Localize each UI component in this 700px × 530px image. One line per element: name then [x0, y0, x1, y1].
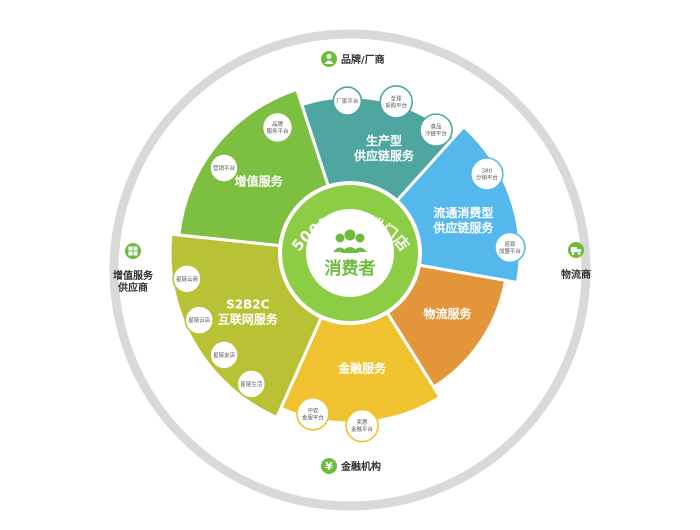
bubble-circle: [470, 157, 504, 191]
external-label: 物流商: [561, 268, 591, 281]
sub-platform-label: 品牌: [272, 120, 284, 128]
sub-platform-bubble: 星链生活: [236, 369, 267, 399]
segment-label: 增值服务: [235, 174, 284, 189]
sub-platform-label: 厂家平台: [336, 97, 359, 105]
sub-platform-label: 中农: [307, 406, 319, 414]
bubble-circle: [172, 264, 202, 294]
svg-text:¥: ¥: [325, 460, 333, 473]
sub-platform-label: 380: [482, 169, 493, 175]
sub-platform-label: 全球: [391, 94, 403, 102]
sub-platform-bubble: 营销平台: [209, 153, 239, 183]
sub-platform-label: 星链云店: [188, 316, 211, 324]
bubble-circle: [494, 231, 526, 264]
segment-label: 物流服务: [424, 306, 473, 321]
sub-platform-label: 食品: [431, 123, 443, 131]
bubble-circle: [379, 85, 413, 119]
sub-platform-label: 采购平台: [385, 101, 408, 109]
sub-platform-bubble: 星链云商: [172, 264, 202, 294]
segment-label: 互联网服务: [218, 312, 279, 327]
bubble-circle: [332, 86, 363, 116]
sub-platform-label: 星链生活: [240, 380, 263, 388]
external-financial-institution: ¥ 金融机构: [321, 458, 381, 474]
external-logistics-provider: 物流商: [561, 242, 591, 281]
external-label: 增值服务: [113, 269, 154, 282]
yen-icon: ¥: [321, 458, 337, 474]
sub-platform-label: 冷链平台: [425, 130, 448, 138]
sub-platform-label: 星链云商: [176, 275, 199, 283]
consumers-icon: [333, 229, 367, 253]
bubble-circle: [419, 113, 453, 147]
external-brand-manufacturer: 品牌/厂商: [321, 51, 385, 67]
segment-label: 供应链服务: [432, 220, 494, 235]
sub-platform-bubbles: 厂家平台全球采购平台食品冷链平台380分销平台连锁加盟平台中农金服平台卖惠金融平…: [172, 85, 526, 443]
external-label: 供应商: [117, 281, 148, 294]
sub-platform-label: 金服平台: [302, 413, 325, 421]
bubble-circle: [296, 396, 330, 431]
bubble-circle: [261, 111, 294, 144]
bubble-circle: [209, 340, 239, 370]
sub-platform-label: 分销平台: [476, 174, 499, 182]
person-icon: [321, 51, 337, 67]
external-label: 金融机构: [340, 460, 381, 473]
sub-platform-label: 星链友店: [213, 351, 236, 359]
delivery-truck-icon: [568, 242, 584, 258]
segment-label: S2B2C: [226, 298, 269, 312]
bubble-circle: [236, 369, 267, 399]
segment-label: 生产型: [366, 133, 402, 148]
sub-platform-label: 连锁: [504, 240, 516, 248]
segment-label: 供应链服务: [353, 148, 415, 163]
grid-icon: [125, 243, 141, 259]
sub-platform-bubble: 厂家平台: [332, 86, 363, 116]
outer-ring: [109, 29, 591, 511]
segment-label: 流通消费型: [433, 205, 493, 220]
segment-label: 金融服务: [337, 360, 387, 375]
sub-platform-label: 加盟平台: [499, 247, 522, 255]
sub-platform-label: 营销平台: [213, 164, 236, 172]
bubble-circle: [345, 408, 379, 443]
center-label: 消费者: [325, 258, 376, 279]
sub-platform-bubble: 星链友店: [209, 340, 239, 370]
sub-platform-bubble: 星链云店: [184, 305, 215, 335]
sub-platform-label: 金融平台: [351, 425, 374, 433]
sub-platform-label: 服务平台: [266, 127, 289, 135]
bubble-circle: [184, 305, 215, 335]
sub-platform-label: 卖惠: [357, 418, 369, 426]
external-label: 品牌/厂商: [341, 53, 385, 66]
bubble-circle: [209, 153, 239, 183]
